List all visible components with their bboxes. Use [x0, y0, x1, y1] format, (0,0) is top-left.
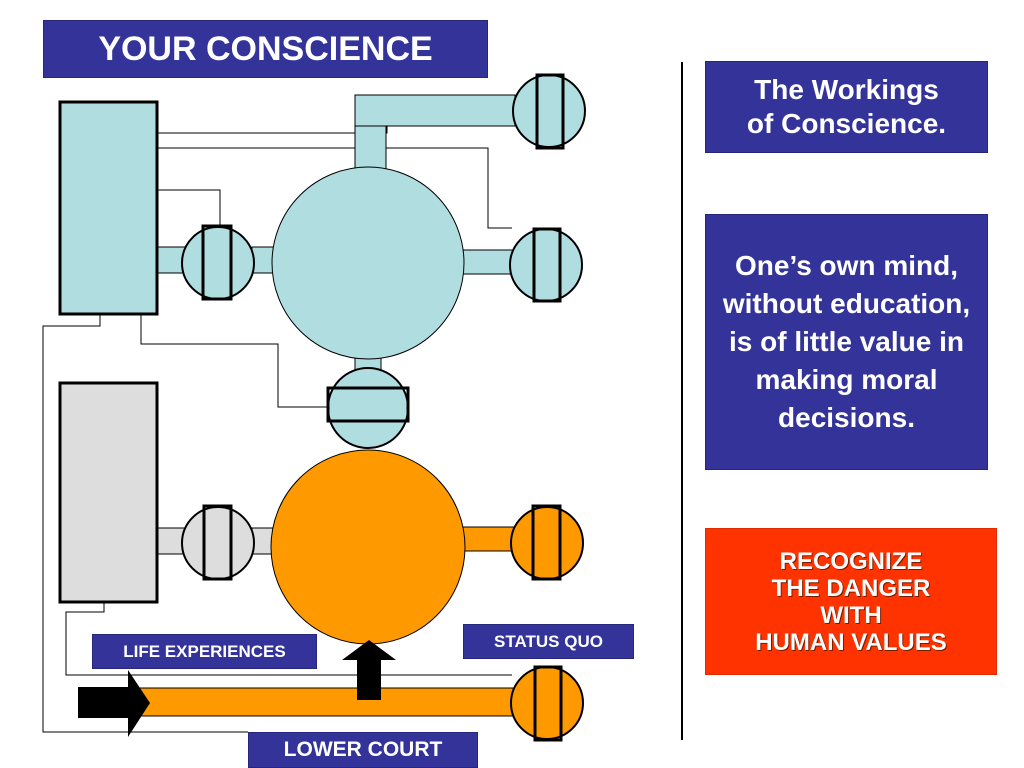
- vertical-divider: [681, 62, 683, 740]
- valve-left-blue: [181, 224, 255, 301]
- lower-court-label: LOWER COURT: [248, 732, 478, 768]
- valve-left-gray: [181, 504, 255, 581]
- mind-note: One’s own mind, without education, is of…: [705, 214, 988, 470]
- lower-court-pipe: [139, 687, 521, 717]
- conscience-tank: [58, 100, 159, 316]
- status-quo-sphere: [270, 449, 466, 645]
- valve-bottom-orange: [510, 665, 584, 742]
- valve-right-orange: [510, 504, 584, 581]
- page-title: YOUR CONSCIENCE: [43, 20, 488, 78]
- life-experiences-label: LIFE EXPERIENCES: [92, 634, 317, 669]
- status-quo-label: STATUS QUO: [463, 624, 634, 659]
- conscience-sphere: [271, 166, 465, 360]
- valve-middle: [326, 367, 410, 449]
- workings-heading: The Workings of Conscience.: [705, 61, 988, 153]
- valve-top-right: [512, 73, 586, 150]
- valve-right-blue: [509, 227, 583, 303]
- arrow-right-icon: [78, 670, 150, 737]
- danger-note: RECOGNIZE THE DANGER WITH HUMAN VALUES: [705, 528, 997, 675]
- arrow-up-icon: [342, 640, 396, 700]
- human-values-tank: [58, 381, 159, 604]
